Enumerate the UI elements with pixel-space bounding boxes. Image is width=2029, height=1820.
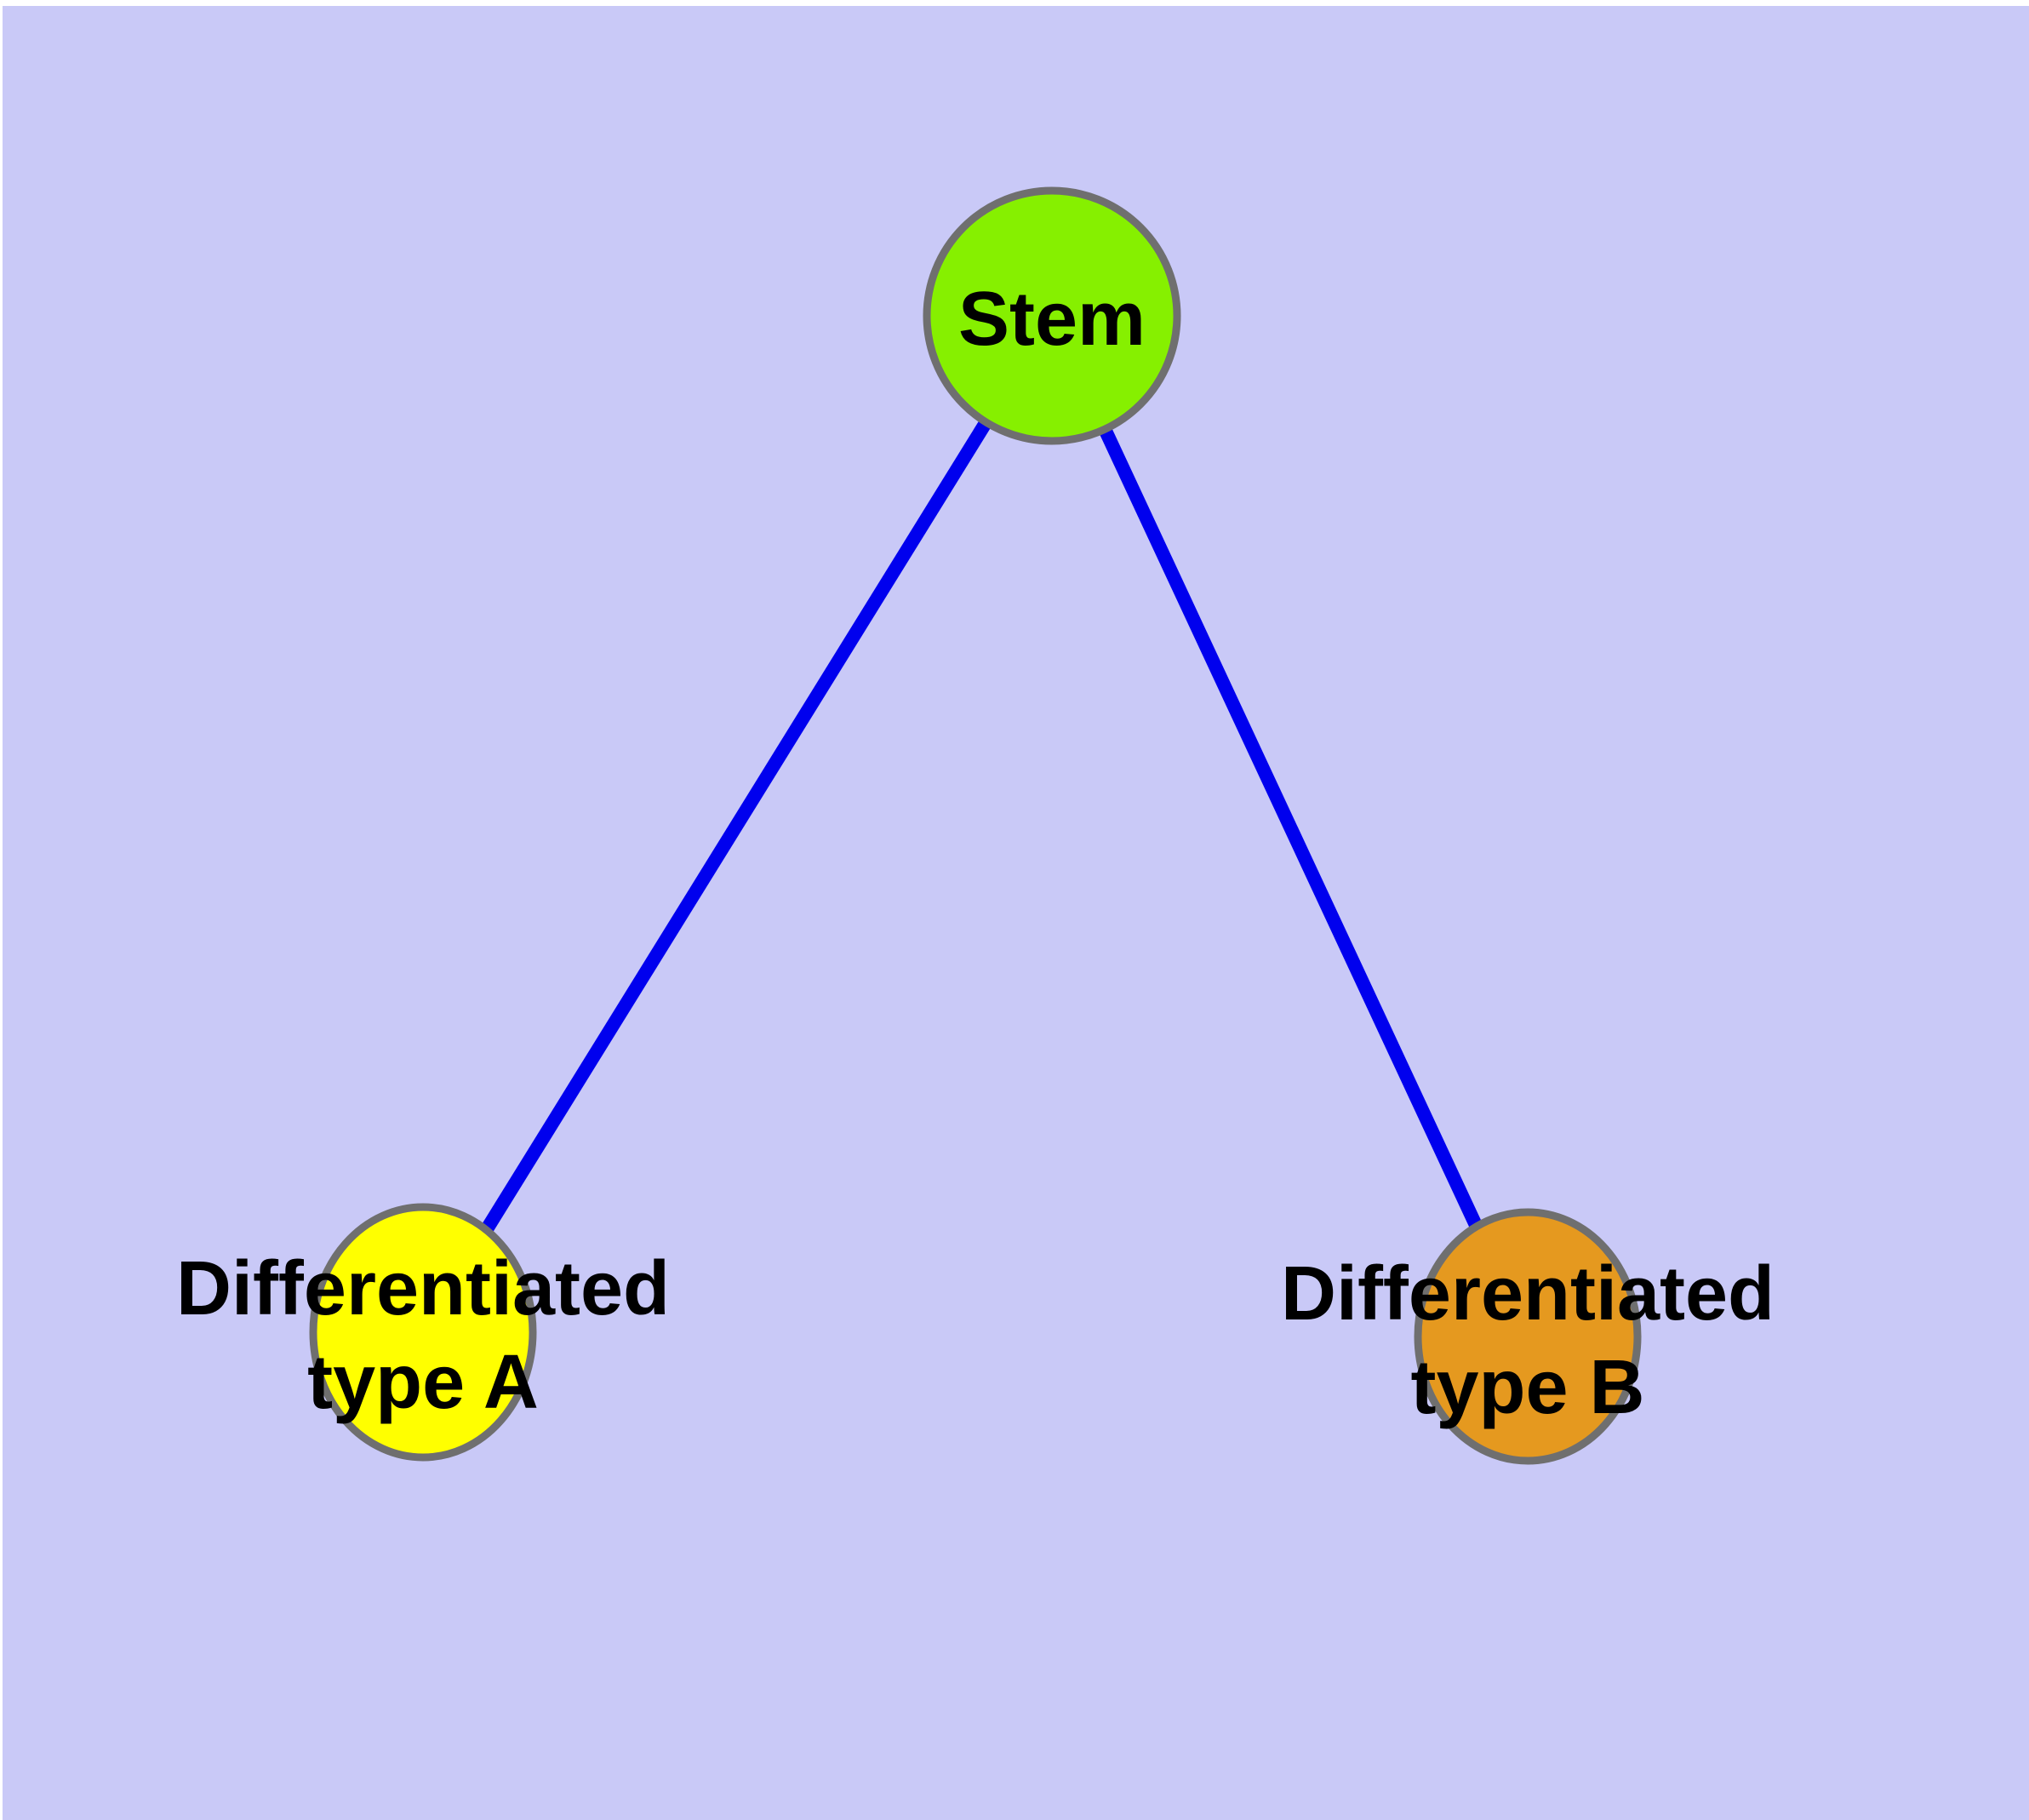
node-differentiated-type-a — [309, 1203, 537, 1462]
node-type-a-label-line2: type A — [307, 1340, 539, 1425]
edge-stem-to-type-b — [1045, 312, 1535, 1340]
node-type-b-label-line2: type B — [1410, 1345, 1644, 1430]
node-stem — [923, 186, 1181, 445]
node-differentiated-type-b — [1414, 1208, 1642, 1465]
node-type-b-label-line1: Differentiated — [1281, 1251, 1775, 1336]
node-type-a-label-line1: Differentiated — [176, 1246, 670, 1331]
edge-stem-to-type-a — [417, 312, 1058, 1336]
node-stem-label: Stem — [958, 277, 1146, 362]
